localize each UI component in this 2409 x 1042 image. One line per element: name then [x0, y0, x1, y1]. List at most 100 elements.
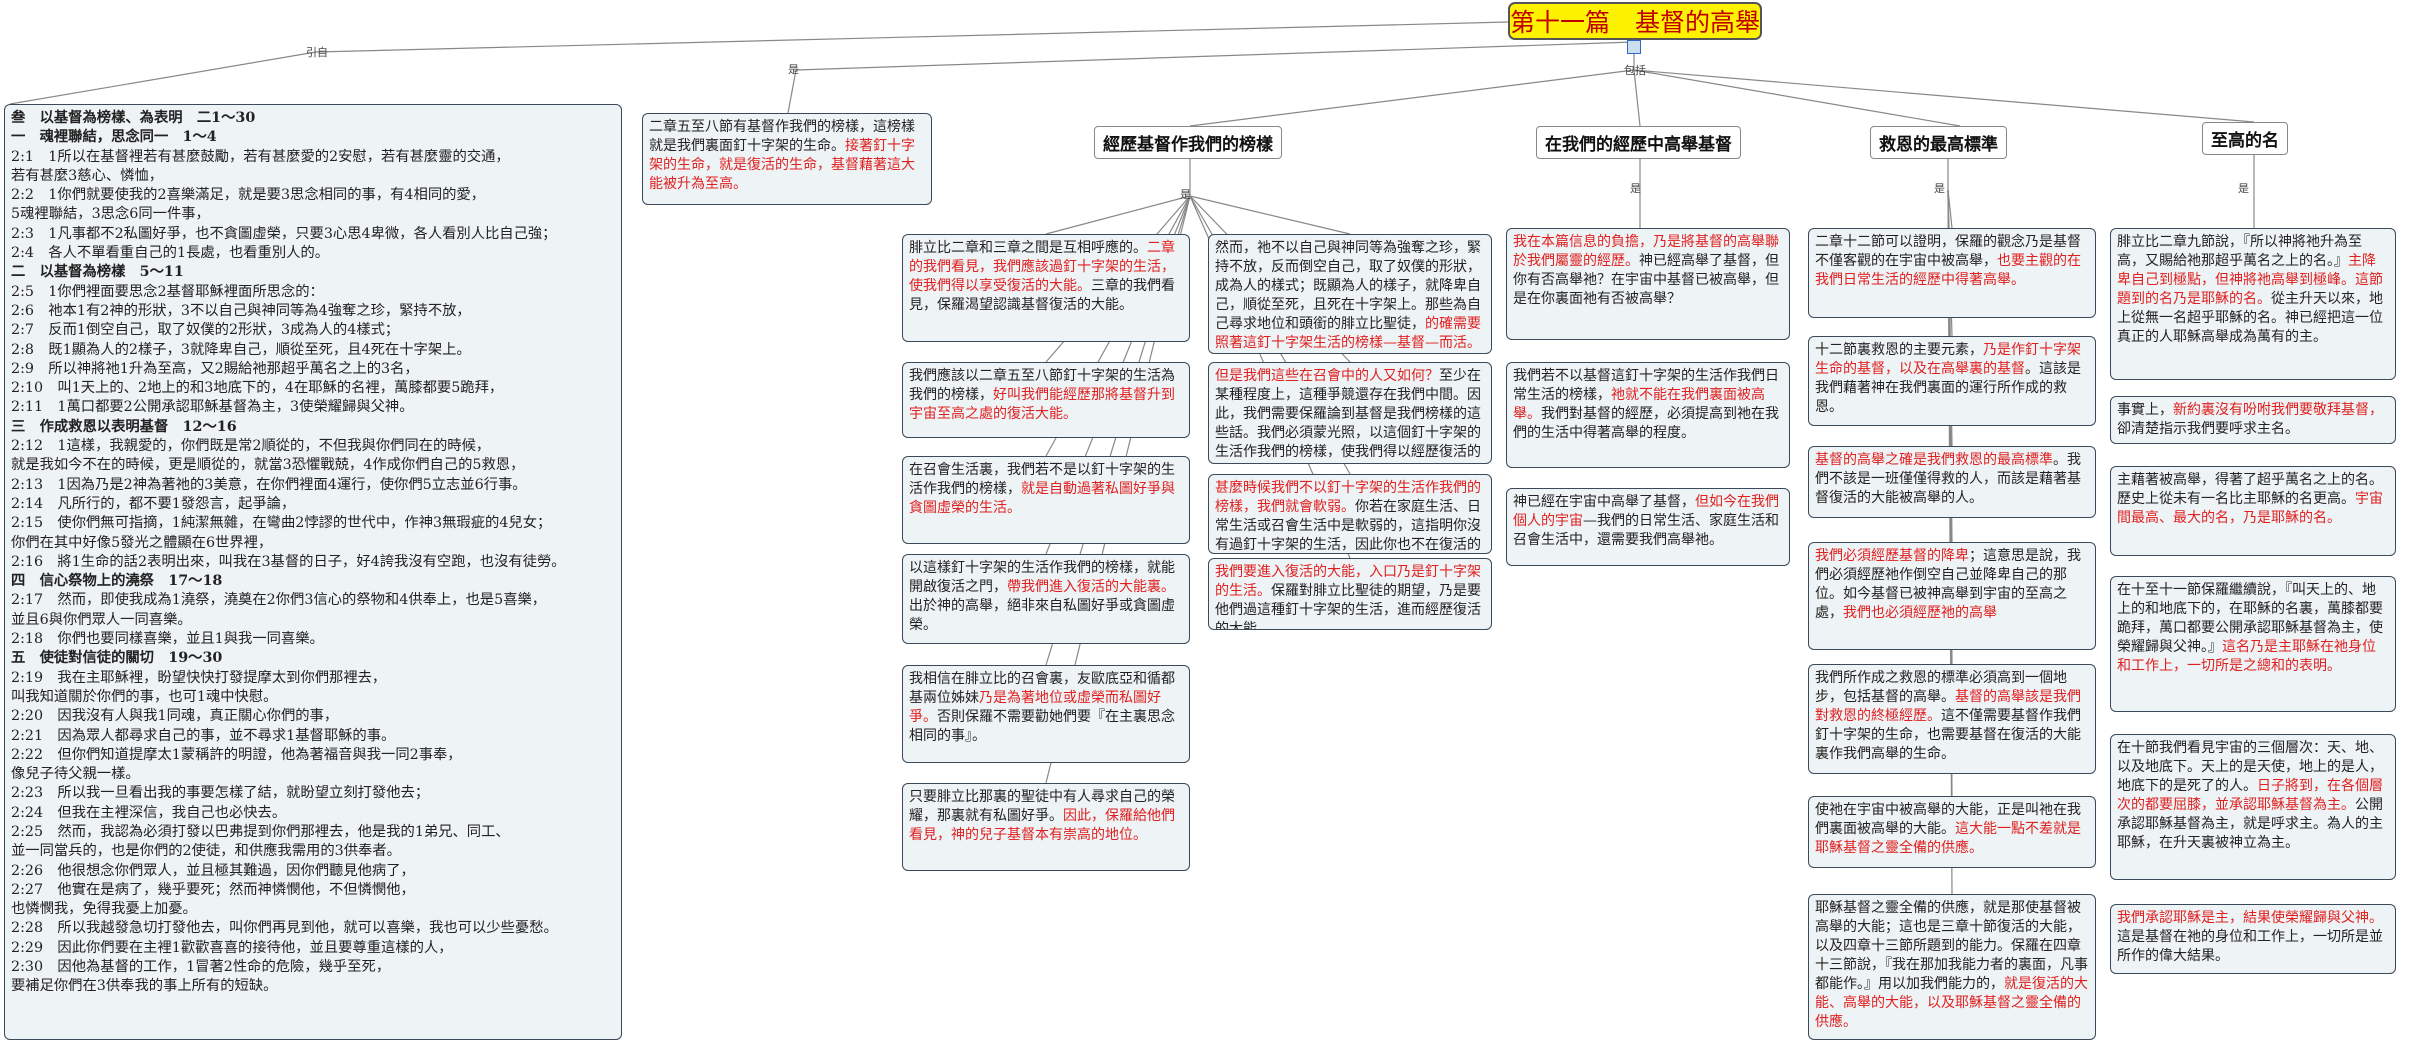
outline-line: 你們在其中好像5發光之體顯在6世界裡， [11, 534, 273, 551]
outline-line: 2:30 因他為基督的工作，1冒著2性命的危險，幾乎至死， [11, 959, 391, 976]
c2-note-box[interactable]: 但是我們這些在召會中的人又如何？至少在某種程度上，這種爭競還存在我們中間。因此，… [1208, 362, 1492, 464]
note-text: 主藉著被高舉，得著了超乎萬名之上的名。歷史上從未有一名比主耶穌的名更高。 [2117, 472, 2383, 507]
note-red-text: 我們承認耶穌是主，結果使榮耀歸與父神。 [2117, 910, 2383, 926]
c1-note-box[interactable]: 在召會生活裏，我們若不是以釘十字架的生活作我們的榜樣，就是自動過著私圖好爭與貪圖… [902, 456, 1190, 544]
outline-line: 2:21 因為眾人都尋求自己的事，並不尋求1基督耶穌的事。 [11, 727, 396, 744]
c5-note-box[interactable]: 我們承認耶穌是主，結果使榮耀歸與父神。這是基督在祂的身位和工作上，一切所是並所作… [2110, 904, 2396, 974]
note-icon[interactable] [1627, 40, 1641, 54]
note-red-text: 新約裏沒有吩咐我們要敬拜基督， [2173, 402, 2383, 418]
outline-line: 2:14 凡所行的，都不要1發怨言，起爭論， [11, 495, 296, 512]
c5-note-box[interactable]: 腓立比二章九節說，『所以神將祂升為至高，又賜給祂那超乎萬名之上的名。』主降卑自己… [2110, 228, 2396, 380]
c3-note-box[interactable]: 神已經在宇宙中高舉了基督，但如今在我們個人的宇宙—我們的日常生活、家庭生活和召會… [1506, 488, 1790, 566]
root-title[interactable]: 第十一篇 基督的高舉 [1508, 2, 1762, 40]
note-text: 以這樣釘十字架的生活作我們的榜樣，就能開啟復活之門， [909, 560, 1175, 595]
outline-line: 2:7 反而1倒空自己，取了奴僕的2形狀，3成為人的4樣式； [11, 322, 400, 339]
note-text: 三章的我們看見，保羅渴望認識基督復活的大能。 [909, 278, 1175, 313]
note-text: 至少在某種程度上，這種爭競還存在我們中間。因此，我們需要保羅論到基督是我們榜樣的… [1215, 368, 1481, 460]
c4-note-box[interactable]: 十二節裏救恩的主要元素，乃是作釘十字架生命的基督，以及在高舉裏的基督。這該是我們… [1808, 336, 2096, 426]
outline-line: 要補足你們在3供奉我的事上所有的短缺。 [11, 978, 278, 995]
c1-note-box[interactable]: 我們應該以二章五至八節釘十字架的生活為我們的榜樣，好叫我們能經歷那將基督升到宇宙… [902, 362, 1190, 438]
note-red-text: 甚麼時候我們不以釘十字架的生活作我們的榜樣，我們就會軟弱。 [1215, 480, 1481, 515]
c5-note-box[interactable]: 主藉著被高舉，得著了超乎萬名之上的名。歷史上從未有一名比主耶穌的名更高。宇宙間最… [2110, 466, 2396, 556]
connector-line [315, 21, 1509, 53]
note-text: 這是基督在祂的身位和工作上，一切所是並所作的偉大結果。 [2117, 929, 2383, 964]
note-red-text: 我們必須經歷基督的降卑 [1815, 548, 1969, 564]
c5-note-box[interactable]: 在十至十一節保羅繼續說，『叫天上的、地上的和地底下的，在耶穌的名裏，萬膝都要跪拜… [2110, 576, 2396, 712]
c5-note-box[interactable]: 在十節我們看見宇宙的三個層次：天、地、以及地底下。天上的是天使，地上的是人，地底… [2110, 734, 2396, 880]
c2-note-box[interactable]: 然而，祂不以自己與神同等為強奪之珍，緊持不放，反而倒空自己，取了奴僕的形狀，成為… [1208, 234, 1492, 354]
b4-label: 是 [2238, 182, 2249, 195]
outline-heading: 四 信心祭物上的澆祭 17～18 [11, 573, 223, 590]
heading-name[interactable]: 至高的名 [2202, 122, 2288, 155]
c5-note-box[interactable]: 事實上，新約裏沒有吩咐我們要敬拜基督， 卻清楚指示我們要呼求主名。 [2110, 396, 2396, 444]
note-red-text: 好叫我們能經歷那將基督升到宇宙至高之處的復活大能。 [909, 387, 1175, 422]
outline-line: 2:26 他很想念你們眾人，並且極其難過，因你們聽見他病了， [11, 862, 415, 879]
outline-line: 2:6 祂本1有2神的形狀，3不以自己與神同等為4強奪之珍，緊持不放， [11, 302, 471, 319]
outline-line: 若有甚麼3慈心、憐恤， [11, 167, 164, 184]
outline-line: 2:8 既1顯為人的2樣子，3就降卑自己，順從至死，且4死在十字架上。 [11, 341, 471, 358]
note-red-text: 我們要進入復活的大能，入口乃是釘十字架的生活。 [1215, 564, 1481, 599]
connector-line [1633, 69, 1641, 127]
outline-line: 叫我知道關於你們的事，也可1魂中快慰。 [11, 688, 278, 705]
b1-label: 是 [1180, 188, 1191, 201]
c4-note-box[interactable]: 使祂在宇宙中被高舉的大能，正是叫祂在我們裏面被高舉的大能。這大能一點不差就是耶穌… [1808, 796, 2096, 868]
note-text: 事實上， [2117, 402, 2173, 418]
outline-line: 2:10 叫1天上的、2地上的和3地底下的，4在耶穌的名裡，萬膝都要5跪拜， [11, 380, 504, 397]
note-text: 這不僅需要基督作我們釘十字架的生命，也需要基督在復活的大能裏作我們高舉的生命。 [1815, 708, 2081, 762]
outline-line: 2:28 所以我越發急切打發他去，叫你們再見到他，就可以喜樂，我也可以少些憂愁。 [11, 920, 558, 937]
c4-note-box[interactable]: 我們所作成之救恩的標準必須高到一個地步，包括基督的高舉。基督的高舉該是我們對救恩… [1808, 664, 2096, 774]
c2-note-box[interactable]: 我們要進入復活的大能，入口乃是釘十字架的生活。保羅對腓立比聖徒的期望，乃是要他們… [1208, 558, 1492, 630]
note-text: 神已經高舉了基督，但你有否高舉祂？在宇宙中基督已被高舉，但是在你裏面祂有否被高舉… [1513, 253, 1779, 307]
outline-line: 2:27 他實在是病了，幾乎要死；然而神憐憫他，不但憐憫他， [11, 881, 415, 898]
summary-box[interactable]: 二章五至八節有基督作我們的榜樣，這榜樣就是我們裏面釘十字架的生命。接著釘十字架的… [642, 113, 932, 205]
note-text: —我們的日常生活、家庭生活和召會生活中，還需要我們高舉祂。 [1513, 513, 1779, 548]
heading-exalt[interactable]: 在我們的經歷中高舉基督 [1536, 126, 1741, 159]
heading-example[interactable]: 經歷基督作我們的榜樣 [1094, 126, 1282, 159]
outline-line: 2:1 1所以在基督裡若有甚麼鼓勵，若有甚麼愛的2安慰，若有甚麼靈的交通， [11, 148, 510, 165]
heading-standard[interactable]: 救恩的最高標準 [1870, 126, 2007, 159]
outline-line: 並且6與你們眾人一同喜樂。 [11, 611, 192, 628]
include-label: 包括 [1624, 64, 1646, 77]
note-text: 我們所作成之救恩的標準必須高到一個地步，包括基督的高舉。 [1815, 670, 2067, 705]
outline-heading: 二 以基督為榜樣 5～11 [11, 264, 184, 281]
c1-note-box[interactable]: 只要腓立比那裏的聖徒中有人尋求自己的榮耀，那裏就有私圖好爭。因此，保羅給他們看見… [902, 783, 1190, 871]
outline-line: 2:24 但我在主裡深信，我自己也必快去。 [11, 804, 287, 821]
note-text: 耶穌基督之靈全備的供應，就是那使基督被高舉的大能；這也是三章十節復活的大能，以及… [1815, 900, 2088, 992]
note-red-text: 就是復活的大能、高舉的大能，以及耶穌基督之靈全備的供應。 [1815, 976, 2088, 1030]
main-label: 是 [788, 63, 799, 76]
note-text: 公開承認耶穌基督為主，就是呼求主。為人的主耶穌，在升天裏被神立為主。 [2117, 797, 2383, 851]
outline-line: 2:19 我在主耶穌裡，盼望快快打發提摩太到你們那裡去， [11, 669, 387, 686]
note-text: 在召會生活裏，我們若不是以釘十字架的生活作我們的榜樣， [909, 462, 1175, 497]
note-text: 腓立比二章和三章之間是互相呼應的。 [909, 240, 1147, 256]
outline-line: 2:12 1這樣，我親愛的，你們既是常2順從的，不但我與你們同在的時候， [11, 438, 491, 455]
outline-line: 2:11 1萬口都要2公開承認耶穌基督為主，3使榮耀歸與父神。 [11, 399, 414, 416]
note-text: 你若在家庭生活、日常生活或召會生活中是軟弱的，這指明你沒有過釘十字架的生活，因此… [1215, 499, 1481, 553]
c2-note-box[interactable]: 甚麼時候我們不以釘十字架的生活作我們的榜樣，我們就會軟弱。你若在家庭生活、日常生… [1208, 474, 1492, 554]
outline-line: 像兒子待父親一樣。 [11, 766, 140, 783]
note-red-text: 祂就不能在我們裏面被高舉。 [1513, 387, 1765, 422]
c1-note-box[interactable]: 以這樣釘十字架的生活作我們的榜樣，就能開啟復活之門，帶我們進入復活的大能裏。出於… [902, 554, 1190, 644]
outline-line: 也憐憫我，免得我憂上加憂。 [11, 901, 197, 918]
outline-line: 2:18 你們也要同樣喜樂，並且1與我一同喜樂。 [11, 631, 324, 648]
note-red-text: 乃是作釘十字架生命的基督，以及在高舉裏的基督 [1815, 342, 2081, 377]
c4-note-box[interactable]: 基督的高舉之確是我們救恩的最高標準。我們不該是一班僅僅得救的人，而該是藉著基督復… [1808, 446, 2096, 518]
b3-label: 是 [1934, 182, 1945, 195]
note-text: 神已經在宇宙中高舉了基督， [1513, 494, 1695, 510]
c4-note-box[interactable]: 我們必須經歷基督的降卑；這意思是說，我們必須經歷祂作倒空自己並降卑自己的那位。如… [1808, 542, 2096, 650]
outline-line: 2:15 使你們無可指摘，1純潔無雜，在彎曲2悖謬的世代中，作神3無瑕疵的4兒女… [11, 515, 552, 532]
note-red-text: 的確需要照著這釘十字架生活的榜樣—基督—而活。 [1215, 316, 1481, 351]
outline-line: 2:3 1凡事都不2私圖好爭，也不貪圖虛榮，只要3心思4卑微，各人看別人比自己強… [11, 225, 557, 242]
note-text: 二章十二節可以證明，保羅的觀念乃是基督不僅客觀的在宇宙中被高舉， [1815, 234, 2081, 269]
note-red-text: 宇宙間最高、最大的名，乃是耶穌的名。 [2117, 491, 2383, 526]
note-text: 卻清楚指示我們要呼求主名。 [2117, 421, 2299, 437]
c1-note-box[interactable]: 腓立比二章和三章之間是互相呼應的。二章的我們看見，我們應該過釘十字架的生活，使我… [902, 234, 1190, 342]
outline-line: 2:16 將1生命的話2表明出來，叫我在3基督的日子，好4誇我沒有空跑，也沒有徒… [11, 553, 566, 570]
c3-note-box[interactable]: 我們若不以基督這釘十字架的生活作我們日常生活的榜樣，祂就不能在我們裏面被高舉。我… [1506, 362, 1790, 468]
c4-note-box[interactable]: 耶穌基督之靈全備的供應，就是那使基督被高舉的大能；這也是三章十節復活的大能，以及… [1808, 894, 2096, 1040]
c1-note-box[interactable]: 我相信在腓立比的召會裏，友歐底亞和循都基兩位姊妹乃是為著地位或虛榮而私圖好爭。否… [902, 665, 1190, 763]
note-text: ；這意思是說，我們必須經歷祂作倒空自己並降卑自己的那位。如今基督已被神高舉到宇宙… [1815, 548, 2081, 621]
c3-note-box[interactable]: 我在本篇信息的負擔，乃是將基督的高舉聯於我們屬靈的經歷。神已經高舉了基督，但你有… [1506, 228, 1790, 340]
note-red-text: 這大能一點不差就是耶穌基督之靈全備的供應。 [1815, 821, 2081, 856]
c4-note-box[interactable]: 二章十二節可以證明，保羅的觀念乃是基督不僅客觀的在宇宙中被高舉，也要主觀的在我們… [1808, 228, 2096, 318]
